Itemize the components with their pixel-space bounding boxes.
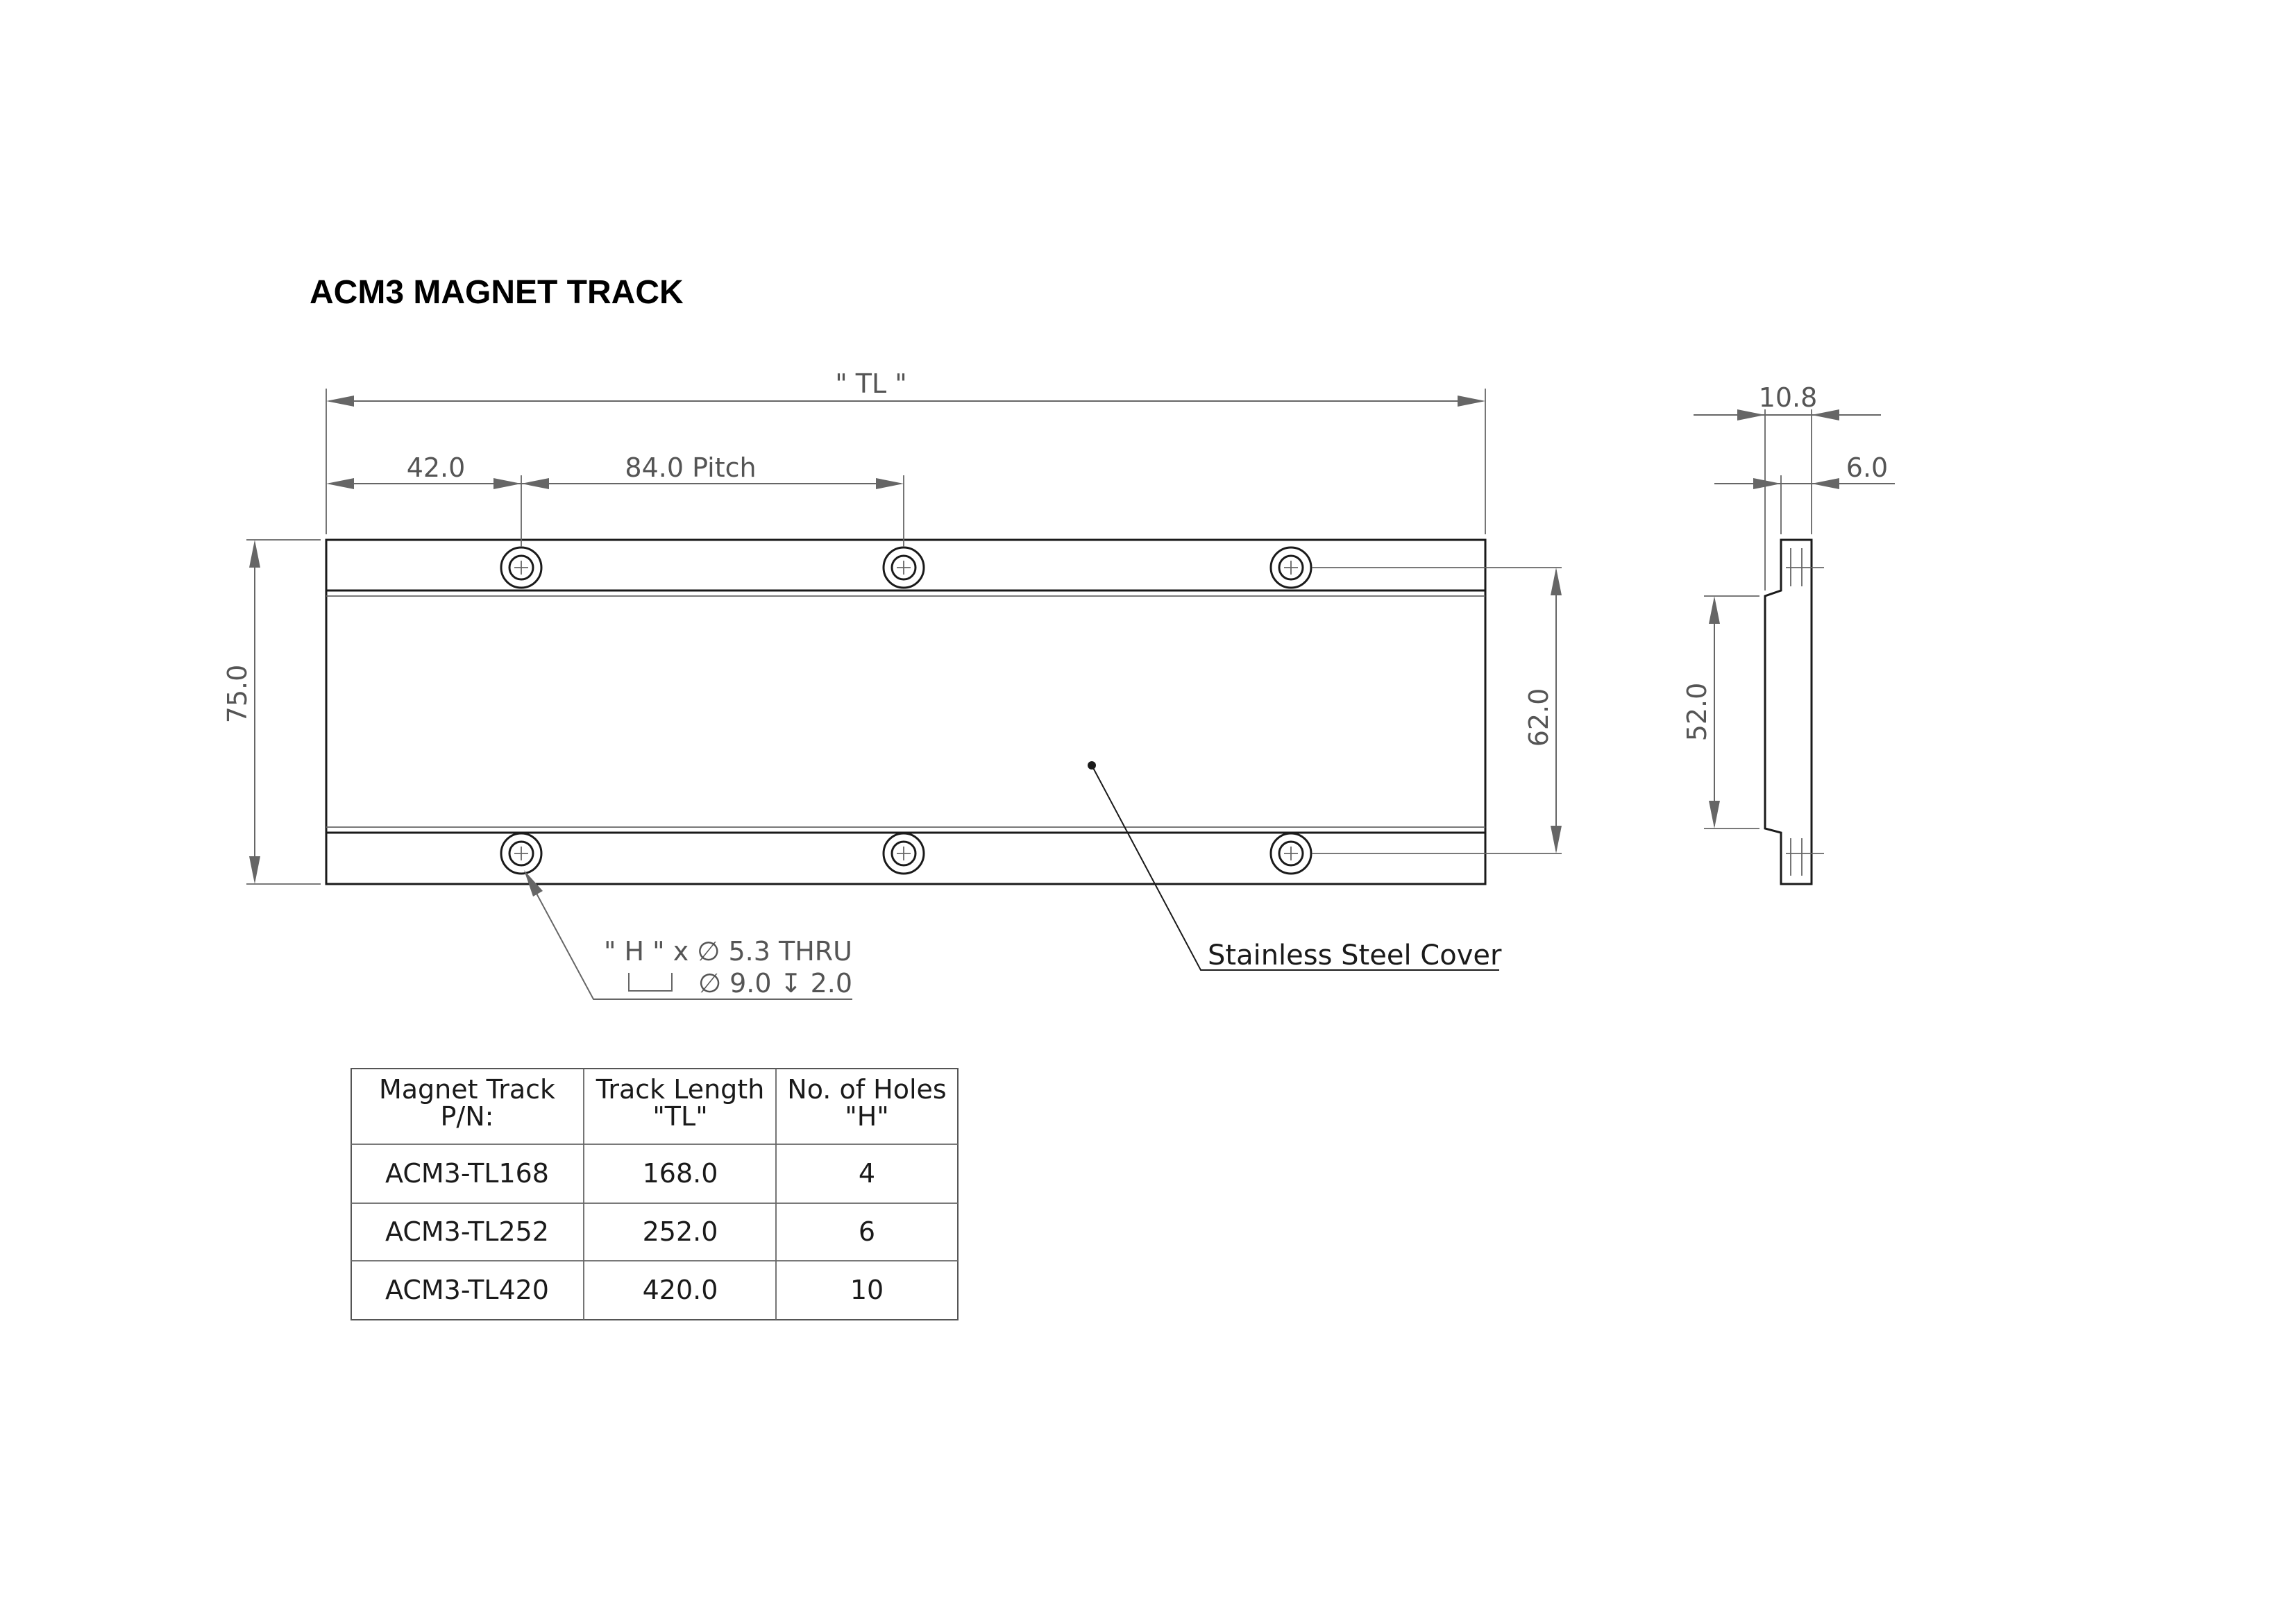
table-cell: ACM3-TL420	[385, 1275, 549, 1305]
front-view	[246, 389, 1562, 885]
dim-label-10-8: 10.8	[1759, 382, 1818, 413]
table-cell: 10	[850, 1275, 884, 1305]
dim-label-tl: " TL "	[835, 368, 907, 399]
table-cell: 6	[859, 1216, 875, 1247]
table-cell: 420.0	[643, 1275, 718, 1305]
dimension-overall-width: 75.0	[222, 540, 260, 884]
track-body-outline	[325, 538, 1487, 885]
dim-label-first-hole: 42.0	[407, 452, 466, 483]
counterbore-icon	[628, 973, 673, 992]
mounting-hole	[1269, 832, 1312, 875]
dim-label-pitch: 84.0 Pitch	[625, 452, 756, 483]
dimension-hole-offset: 42.0 84.0 Pitch	[326, 452, 904, 489]
dim-label-52: 52.0	[1682, 683, 1712, 742]
dimension-side-lip: 6.0	[1714, 452, 1895, 489]
dimension-side-thickness: 10.8	[1694, 382, 1881, 420]
table-header: "TL"	[652, 1101, 707, 1132]
cover-label: Stainless Steel Cover	[1208, 940, 1502, 971]
table-header: Track Length	[596, 1074, 765, 1105]
drawing-title: ACM3 MAGNET TRACK	[310, 274, 684, 311]
dimension-track-length: " TL "	[326, 368, 1485, 407]
table-cell: ACM3-TL168	[385, 1158, 549, 1189]
mounting-hole	[500, 546, 543, 589]
table-cell: 168.0	[643, 1158, 718, 1189]
hole-note-line1: " H " x ∅ 5.3 THRU	[604, 936, 852, 967]
table-header: P/N:	[441, 1101, 494, 1132]
side-profile-outline	[1764, 538, 1813, 885]
mounting-hole	[500, 832, 543, 875]
mounting-hole	[1269, 546, 1312, 589]
mounting-hole	[882, 546, 925, 589]
table-header: "H"	[845, 1101, 889, 1132]
table-cell: ACM3-TL252	[385, 1216, 549, 1247]
dim-label-75: 75.0	[222, 665, 253, 724]
hole-callout: " H " x ∅ 5.3 THRU ∅ 9.0 ↧ 2.0	[524, 870, 852, 1000]
dim-label-62: 62.0	[1523, 688, 1554, 747]
dim-label-6-0: 6.0	[1846, 452, 1888, 483]
hole-note-line2: ∅ 9.0 ↧ 2.0	[698, 968, 852, 999]
cover-callout: Stainless Steel Cover	[1088, 761, 1502, 971]
table-cell: 4	[859, 1158, 875, 1189]
dimension-hole-spacing: 62.0	[1523, 568, 1562, 853]
mounting-hole	[882, 832, 925, 875]
part-number-table: Magnet Track P/N: Track Length "TL" No. …	[351, 1068, 959, 1320]
dimension-side-height: 52.0	[1682, 596, 1720, 829]
side-view	[1704, 409, 1824, 885]
table-header: No. of Holes	[787, 1074, 946, 1105]
table-header: Magnet Track	[379, 1074, 555, 1105]
table-cell: 252.0	[643, 1216, 718, 1247]
